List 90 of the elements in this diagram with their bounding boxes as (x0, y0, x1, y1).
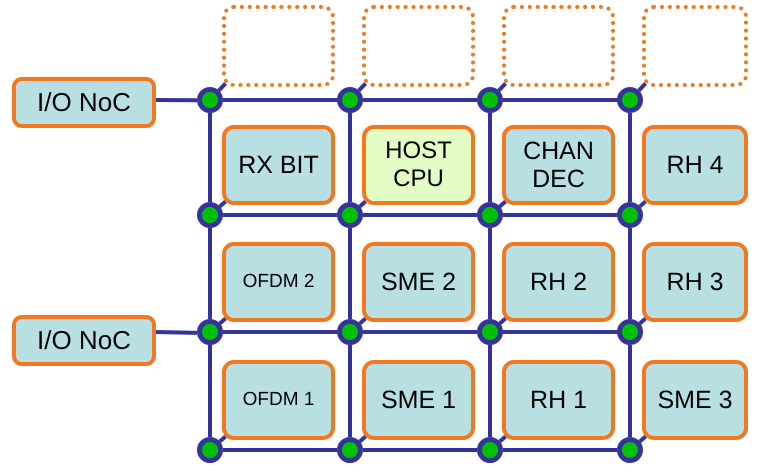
link-line (498, 316, 507, 325)
link-line (358, 316, 367, 325)
tile-label: I/O NoC (36, 86, 132, 119)
processing-tile (642, 242, 748, 322)
tile-label: RH 3 (666, 268, 724, 296)
router-node (197, 437, 223, 463)
link-line (156, 330, 198, 335)
link-line (208, 113, 212, 202)
io-noc-box (12, 315, 156, 366)
router-node (617, 437, 643, 463)
link-line (503, 98, 617, 102)
router-node (617, 87, 643, 113)
link-line (363, 213, 477, 217)
link-line (638, 200, 647, 208)
link-line (503, 330, 617, 334)
link-line (488, 345, 492, 437)
tile-label: SME 3 (656, 386, 734, 414)
tile-label: HOST CPU (384, 137, 453, 193)
link-line (638, 316, 647, 325)
link-line (637, 82, 647, 92)
link-line (156, 98, 198, 102)
router-node (337, 319, 363, 345)
link-line (628, 345, 632, 437)
processing-tile (642, 125, 748, 205)
empty-tile-slot (502, 5, 615, 87)
processing-tile (502, 125, 615, 205)
link-line (208, 345, 212, 437)
link-line (223, 213, 337, 217)
processing-tile (362, 125, 475, 205)
tile-label: OFDM 2 (242, 270, 316, 294)
tile-label: RH 2 (529, 268, 588, 296)
link-line (357, 82, 367, 92)
io-noc-box (12, 77, 156, 128)
processing-tile (222, 125, 335, 205)
tile-label: RH 4 (666, 151, 724, 179)
link-line (363, 448, 477, 452)
link-line (223, 98, 337, 102)
router-node (337, 437, 363, 463)
link-line (488, 228, 492, 319)
link-line (638, 434, 647, 443)
tile-label: RX BIT (237, 151, 320, 179)
tile-label: SME 1 (380, 386, 458, 414)
link-line (363, 330, 477, 334)
processing-tile (642, 360, 748, 440)
tile-label: RH 1 (529, 386, 588, 414)
router-node (197, 202, 223, 228)
router-node (337, 87, 363, 113)
processing-tile (222, 360, 335, 440)
link-line (363, 98, 477, 102)
link-line (208, 228, 212, 319)
link-line (503, 213, 617, 217)
link-line (488, 113, 492, 202)
processing-tile (362, 360, 475, 440)
empty-tile-slot (642, 5, 748, 87)
processing-tile (222, 242, 335, 322)
link-line (358, 200, 367, 208)
empty-tile-slot (222, 5, 335, 87)
link-line (497, 82, 507, 92)
processing-tile (362, 242, 475, 322)
tile-label: OFDM 1 (242, 388, 316, 412)
processing-tile (502, 360, 615, 440)
link-line (348, 228, 352, 319)
link-line (223, 330, 337, 334)
router-node (617, 319, 643, 345)
router-node (197, 87, 223, 113)
link-line (503, 448, 617, 452)
link-line (628, 113, 632, 202)
tile-label: SME 2 (380, 268, 458, 296)
link-line (498, 434, 507, 443)
router-node (477, 87, 503, 113)
link-line (348, 113, 352, 202)
link-line (348, 345, 352, 437)
link-line (358, 434, 367, 443)
link-line (223, 448, 337, 452)
empty-tile-slot (362, 5, 475, 87)
link-line (628, 228, 632, 319)
tile-label: I/O NoC (36, 324, 132, 357)
link-line (217, 82, 227, 92)
router-node (477, 202, 503, 228)
router-node (617, 202, 643, 228)
router-node (337, 202, 363, 228)
processing-tile (502, 242, 615, 322)
router-node (477, 319, 503, 345)
router-node (197, 319, 223, 345)
link-line (218, 200, 227, 208)
router-node (477, 437, 503, 463)
link-line (498, 200, 507, 208)
tile-label: CHAN DEC (522, 137, 595, 193)
link-line (218, 434, 227, 443)
link-line (218, 316, 227, 325)
